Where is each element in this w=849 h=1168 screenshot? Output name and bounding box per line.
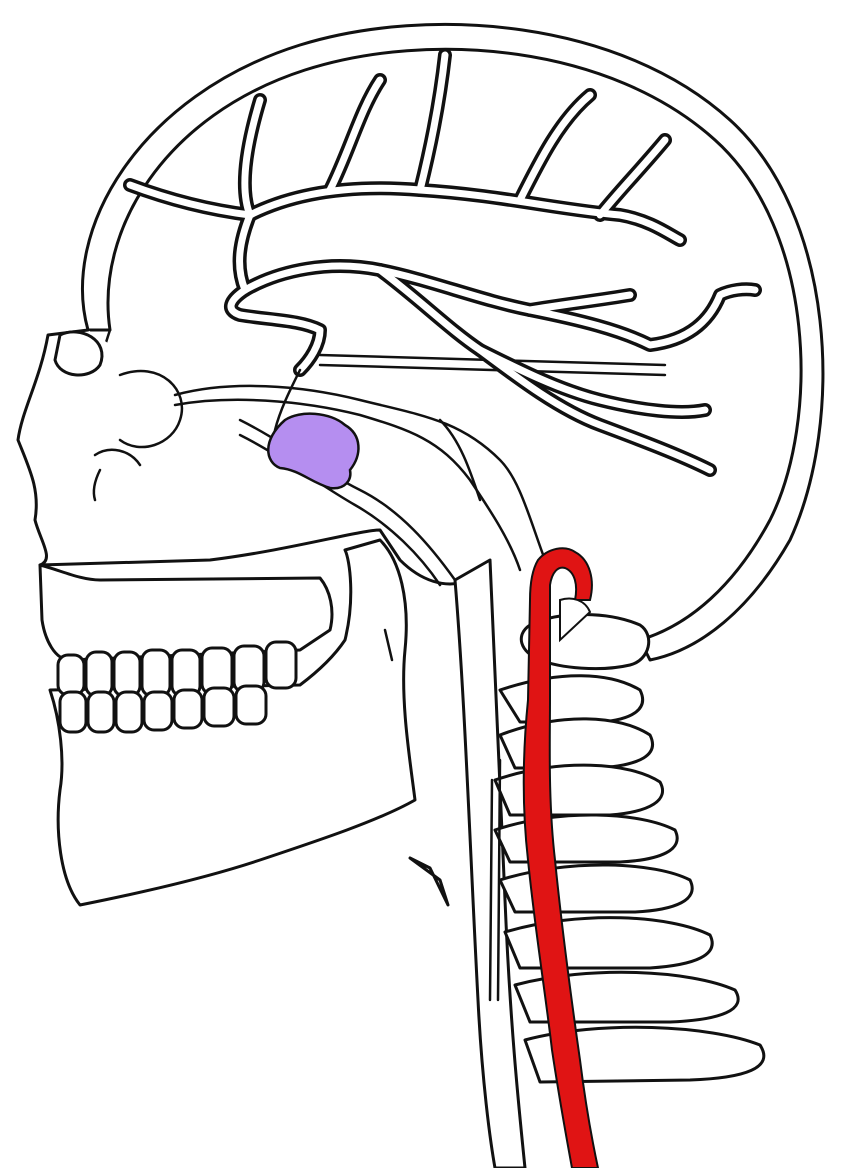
vessel-branch <box>410 858 448 905</box>
neck-vessel <box>410 560 525 1168</box>
skull-vault <box>82 24 822 660</box>
jaw <box>40 540 415 905</box>
cerebral-veins <box>130 55 755 470</box>
orbit <box>55 332 102 375</box>
